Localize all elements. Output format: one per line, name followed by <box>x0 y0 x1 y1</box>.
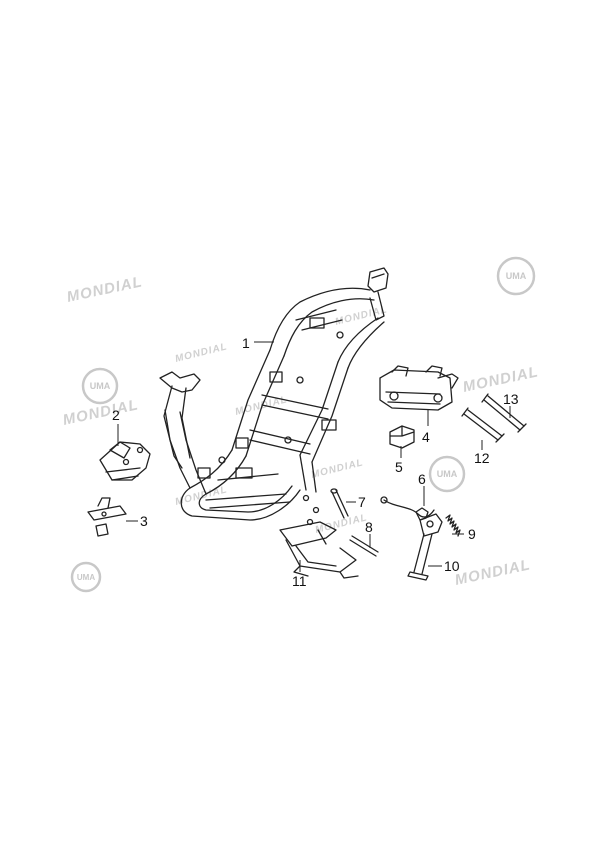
callout-11: 11 <box>292 573 307 589</box>
callout-8: 8 <box>365 519 373 535</box>
plate-part-3 <box>87 497 127 537</box>
callout-13: 13 <box>503 391 519 407</box>
uma-logo-1: UMA <box>496 256 536 296</box>
watermark-9: MONDIAL <box>314 512 369 536</box>
engine-hanger-part-4 <box>379 365 459 411</box>
watermark-7: MONDIAL <box>461 363 540 396</box>
bolts-part-12-13 <box>461 393 527 443</box>
center-stand-part-11 <box>279 521 359 579</box>
uma-logo-text: UMA <box>90 381 111 391</box>
pin-part-7 <box>330 488 349 519</box>
pin-part-8 <box>349 535 379 557</box>
side-stand-part-10 <box>407 513 443 581</box>
callout-12: 12 <box>474 450 490 466</box>
watermark-2: MONDIAL <box>174 341 229 365</box>
callout-5: 5 <box>395 459 403 475</box>
uma-logo-text: UMA <box>77 573 95 582</box>
callout-6: 6 <box>418 471 426 487</box>
callout-4: 4 <box>422 429 430 445</box>
callout-3: 3 <box>140 513 148 529</box>
callout-10: 10 <box>444 558 460 574</box>
spring-part-9 <box>445 514 461 537</box>
callout-numbers: 1 2 3 4 5 6 7 8 9 10 11 12 13 <box>112 335 519 589</box>
callout-7: 7 <box>358 494 366 510</box>
uma-logo-text: UMA <box>437 469 458 479</box>
rubber-mount-part-5 <box>389 425 415 449</box>
uma-logo-2: UMA <box>81 367 119 405</box>
uma-logo-text: UMA <box>506 271 527 281</box>
uma-logo-3: UMA <box>428 455 466 493</box>
bracket-part-2 <box>99 441 151 481</box>
watermark-6: MONDIAL <box>310 457 365 481</box>
callout-1: 1 <box>242 335 250 351</box>
callout-9: 9 <box>468 526 476 542</box>
watermark-8: MONDIAL <box>453 556 532 589</box>
uma-logo-4: UMA <box>70 561 102 593</box>
callout-leaders <box>117 341 511 572</box>
callout-2: 2 <box>112 407 120 423</box>
main-frame <box>159 267 389 521</box>
watermark-1: MONDIAL <box>65 273 144 306</box>
cable-part-6 <box>380 496 435 521</box>
washers <box>302 494 320 526</box>
